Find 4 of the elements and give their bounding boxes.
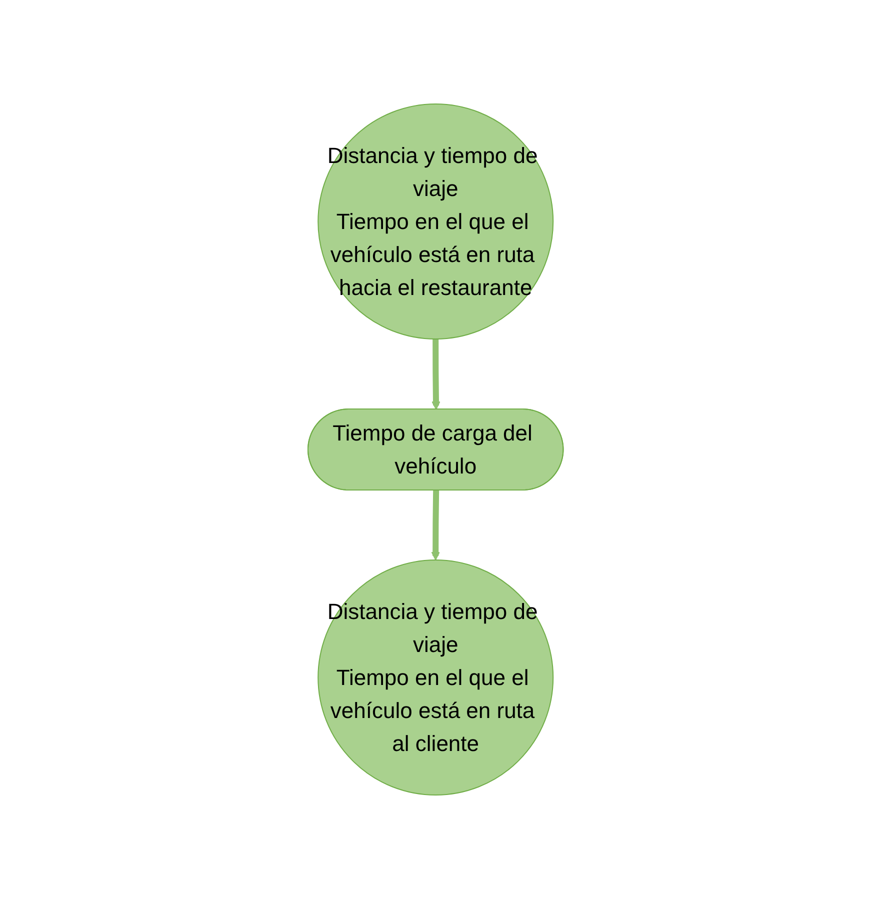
node-circle: Distancia y tiempo de viaje Tiempo en el que el vehículo está en ruta hacia el restaurante <box>318 104 554 340</box>
arrow <box>431 339 440 410</box>
arrow <box>431 490 440 560</box>
node-circle: Distancia y tiempo de viaje Tiempo en el que el vehículo está en ruta al cliente <box>318 560 554 796</box>
